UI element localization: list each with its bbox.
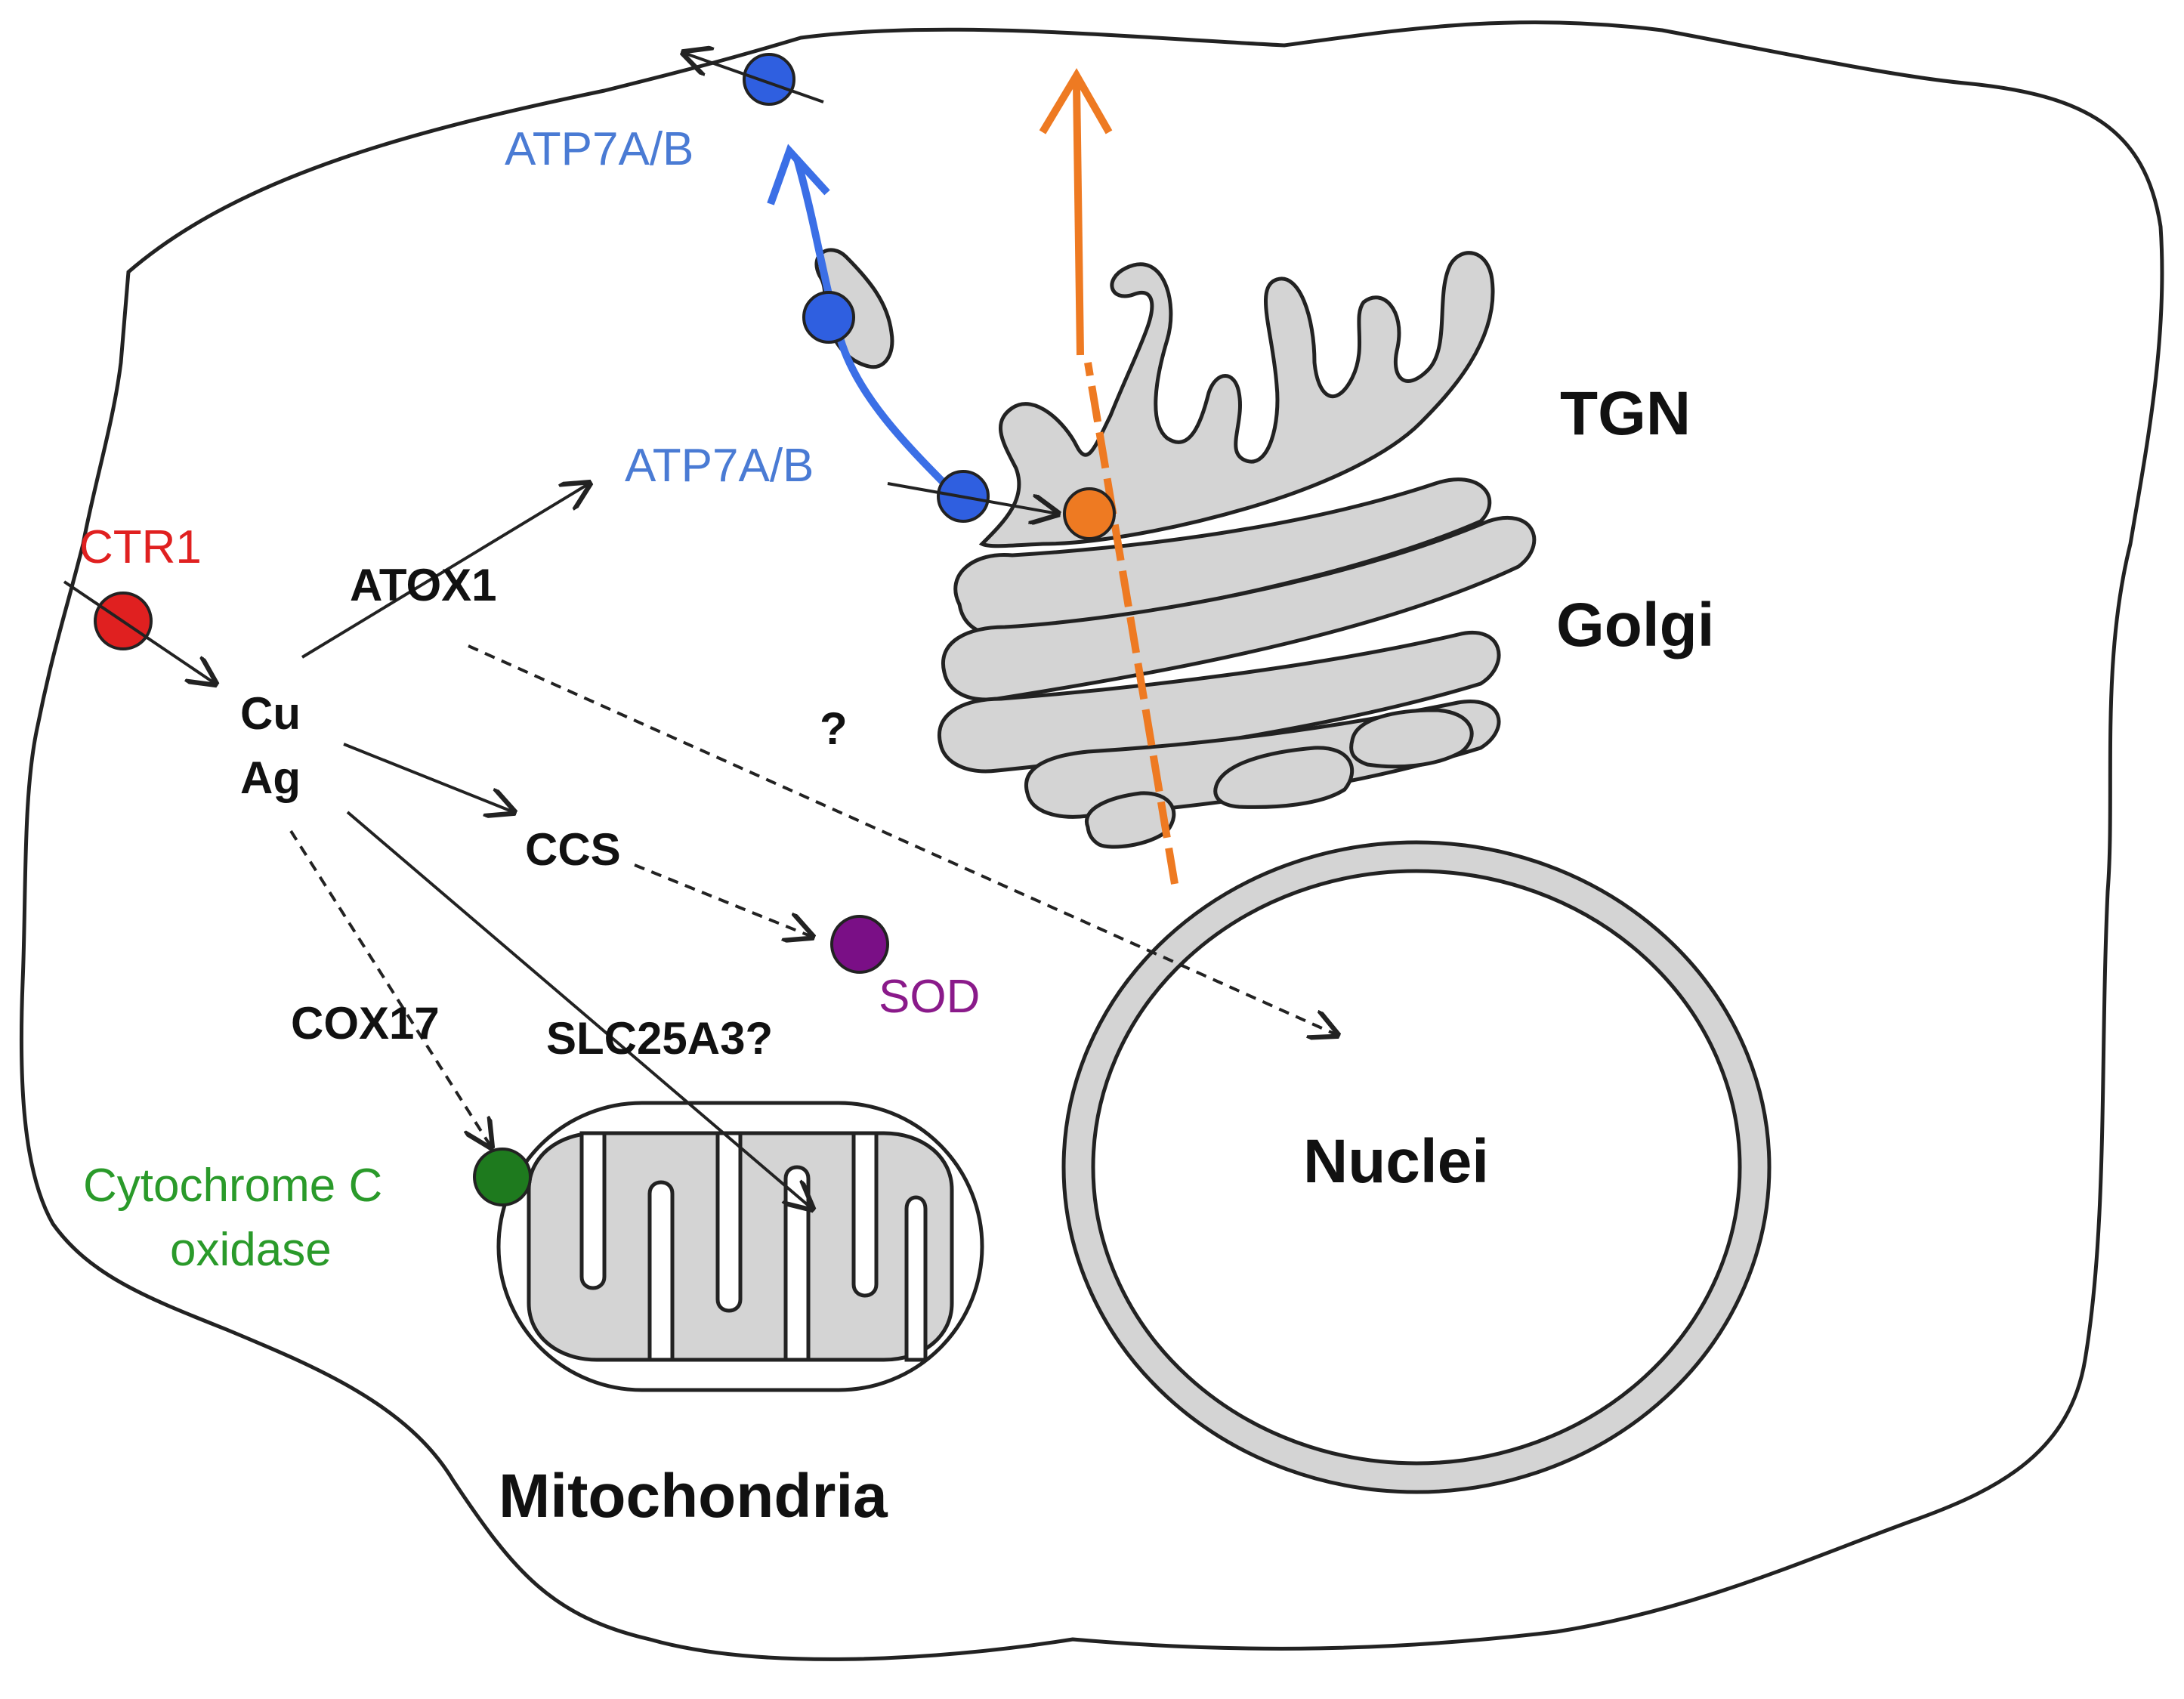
cu-to-ccs-arrow (343, 743, 514, 812)
atp7ab-top-label: ATP7A/B (505, 123, 694, 175)
golgi-label: Golgi (1556, 591, 1715, 660)
orange-cargo-circle (1063, 487, 1116, 540)
cytochrome-c-oxidase-label-line1: Cytochrome C (83, 1160, 382, 1212)
sod-circle (830, 915, 889, 974)
slc25a3-label: SLC25A3? (546, 1013, 773, 1064)
nuclei-label: Nuclei (1303, 1127, 1489, 1196)
atox1-to-nucleus-arrow (468, 644, 1337, 1035)
mitochondrion (496, 1101, 984, 1392)
mitochondria-label: Mitochondria (499, 1462, 888, 1531)
tgn-import-arrow (887, 482, 1058, 514)
ag-label: Ag (240, 752, 301, 803)
blue-arrowhead (767, 144, 830, 205)
cell-membrane (19, 20, 2164, 1661)
ccs-to-sod-arrow (634, 863, 812, 937)
ccs-label: CCS (525, 824, 621, 875)
sod-label: SOD (879, 971, 980, 1023)
cytochrome-c-oxidase-label-line2: oxidase (170, 1224, 332, 1276)
golgi-apparatus (938, 477, 1537, 849)
orange-arrow-shaft (1073, 82, 1084, 356)
orange-trafficking-path (1084, 362, 1178, 885)
ctr1-import-arrow (63, 580, 215, 684)
question-mark-label: ? (820, 703, 848, 754)
atp7ab-vesicle-circle (802, 291, 855, 344)
atox1-label: ATOX1 (350, 560, 497, 610)
orange-arrowhead (1039, 68, 1113, 134)
tgn (978, 251, 1495, 548)
atp7ab-export-arrow (684, 53, 824, 103)
cu-to-cox17-arrow (289, 829, 491, 1147)
tgn-label: TGN (1560, 379, 1691, 448)
nucleus-inner (1091, 869, 1742, 1466)
cox17-label: COX17 (291, 998, 440, 1049)
cu-to-mitochondria-arrow (346, 811, 812, 1209)
cytochrome-c-oxidase-circle (473, 1148, 532, 1206)
cu-label: Cu (240, 688, 301, 739)
cu-to-atox1-arrow (301, 483, 589, 659)
atp7ab-membrane-circle (743, 53, 795, 106)
ctr1-label: CTR1 (79, 521, 202, 573)
atp7ab-mid-label: ATP7A/B (625, 440, 814, 492)
